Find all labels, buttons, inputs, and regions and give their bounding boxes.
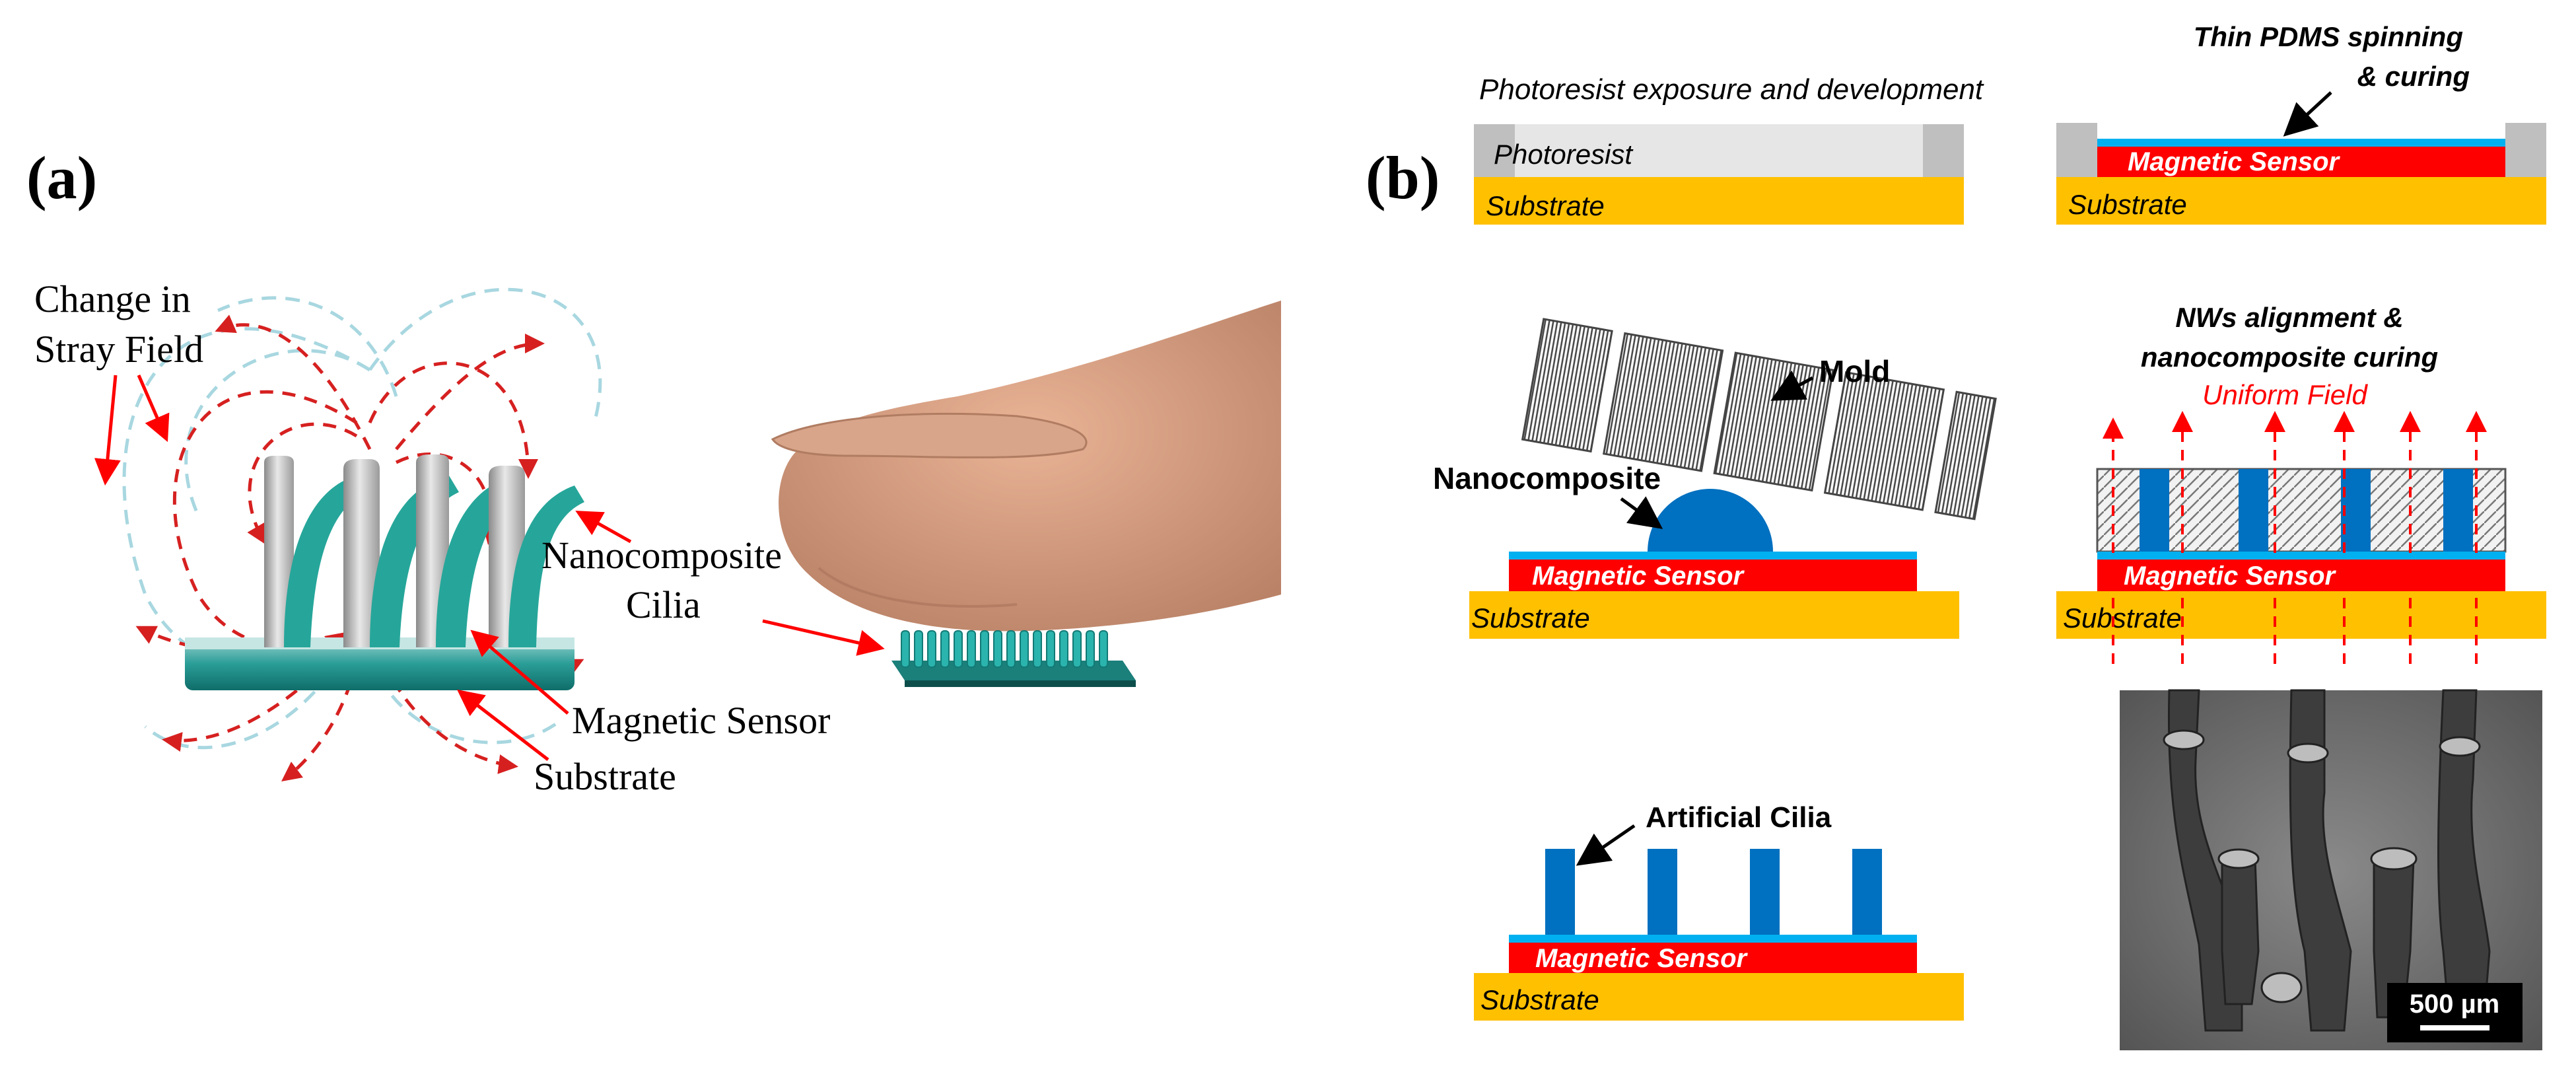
sem-image: 500 µm xyxy=(2120,689,2542,1050)
cilia-label: Cilia xyxy=(626,583,701,626)
step1-title: Photoresist exposure and development xyxy=(1479,73,1984,106)
step-cilia-result: Artificial Cilia Magnetic Sensor Substra… xyxy=(1474,801,1964,1021)
step-mold: Mold Nanocomposite Magnetic Sensor Subst… xyxy=(1433,318,1997,639)
step4-title-2: nanocomposite curing xyxy=(2141,342,2438,373)
step2-sensor xyxy=(2097,147,2505,177)
nanocomposite-label: Nanocomposite xyxy=(541,534,782,577)
mini-sensor xyxy=(891,630,1136,687)
uniform-field-label: Uniform Field xyxy=(2202,379,2368,410)
finger-sensor-arrow xyxy=(762,619,885,656)
panel-b: (b) Photoresist exposure and development… xyxy=(1366,21,2546,1050)
photoresist-edge-right xyxy=(1923,124,1964,177)
scale-bar: 500 µm xyxy=(2387,983,2523,1042)
step3-sensor-label: Magnetic Sensor xyxy=(1532,561,1745,591)
pdms-layer xyxy=(2097,139,2505,147)
step4-sensor-label: Magnetic Sensor xyxy=(2124,561,2337,591)
aligned-cilia xyxy=(2140,469,2473,552)
step1-substrate xyxy=(1474,177,1964,225)
stray-field-arrow-1 xyxy=(94,375,121,486)
nanocomposite-arrow xyxy=(1620,496,1663,529)
panel-a: (a) xyxy=(26,144,1281,798)
pdms-arrow xyxy=(2283,91,2332,137)
step2-title-2: & curing xyxy=(2357,61,2470,92)
photoresist-layer xyxy=(1474,124,1964,177)
mold-arrow xyxy=(1770,370,1814,401)
step1-substrate-label: Substrate xyxy=(1486,190,1605,221)
step4-substrate-label: Substrate xyxy=(2063,602,2182,633)
change-in-label: Change in xyxy=(34,277,191,320)
step3-sensor xyxy=(1509,560,1917,591)
step-photoresist: Photoresist exposure and development Pho… xyxy=(1474,73,1984,225)
step5-sensor-label: Magnetic Sensor xyxy=(1535,944,1749,973)
step4-pdms xyxy=(2097,552,2505,560)
pr-edge-right-2 xyxy=(2505,123,2546,177)
scale-bar-label: 500 µm xyxy=(2410,990,2499,1019)
step3-pdms xyxy=(1509,552,1917,560)
mold xyxy=(1521,318,1997,521)
step-pdms: Thin PDMS spinning & curing Magnetic Sen… xyxy=(2056,21,2546,225)
step4-substrate xyxy=(2056,591,2546,639)
mold-label: Mold xyxy=(1819,354,1890,388)
finger-illustration xyxy=(771,301,1281,632)
nanocomposite-droplet xyxy=(1648,489,1773,552)
magnetic-sensor-arrow xyxy=(470,630,569,715)
step2-substrate xyxy=(2056,177,2546,225)
panel-a-label: (a) xyxy=(26,144,97,211)
step3-substrate xyxy=(1469,591,1959,639)
artificial-cilia xyxy=(1545,849,1882,935)
photoresist-edge-left xyxy=(1474,124,1515,177)
photoresist-label: Photoresist xyxy=(1494,139,1634,170)
pr-edge-left-2 xyxy=(2056,123,2097,177)
step5-substrate xyxy=(1474,973,1964,1021)
stray-field-arrow-2 xyxy=(137,375,170,443)
field-arrows xyxy=(2103,411,2487,664)
step2-title-1: Thin PDMS spinning xyxy=(2194,21,2463,52)
artificial-cilia-label: Artificial Cilia xyxy=(1646,801,1832,834)
step-alignment: NWs alignment & nanocomposite curing Uni… xyxy=(2056,302,2546,664)
cilia-arrow xyxy=(575,511,632,544)
nanocomposite-label-b: Nanocomposite xyxy=(1433,461,1661,495)
step2-substrate-label: Substrate xyxy=(2068,189,2187,220)
artificial-cilia-arrow xyxy=(1576,824,1636,866)
step5-sensor xyxy=(1509,943,1917,973)
panel-b-label: (b) xyxy=(1366,144,1440,211)
cilia-posts xyxy=(264,454,584,647)
substrate-arrow xyxy=(457,689,549,761)
magnetic-sensor-label: Magnetic Sensor xyxy=(572,699,830,742)
step5-substrate-label: Substrate xyxy=(1480,984,1599,1015)
step4-sensor xyxy=(2097,560,2505,591)
step3-substrate-label: Substrate xyxy=(1471,602,1590,633)
step4-title-1: NWs alignment & xyxy=(2175,302,2403,333)
substrate-label: Substrate xyxy=(534,755,676,798)
stray-field-label: Stray Field xyxy=(34,328,203,371)
step5-pdms xyxy=(1509,935,1917,943)
step2-sensor-label: Magnetic Sensor xyxy=(2128,147,2341,176)
